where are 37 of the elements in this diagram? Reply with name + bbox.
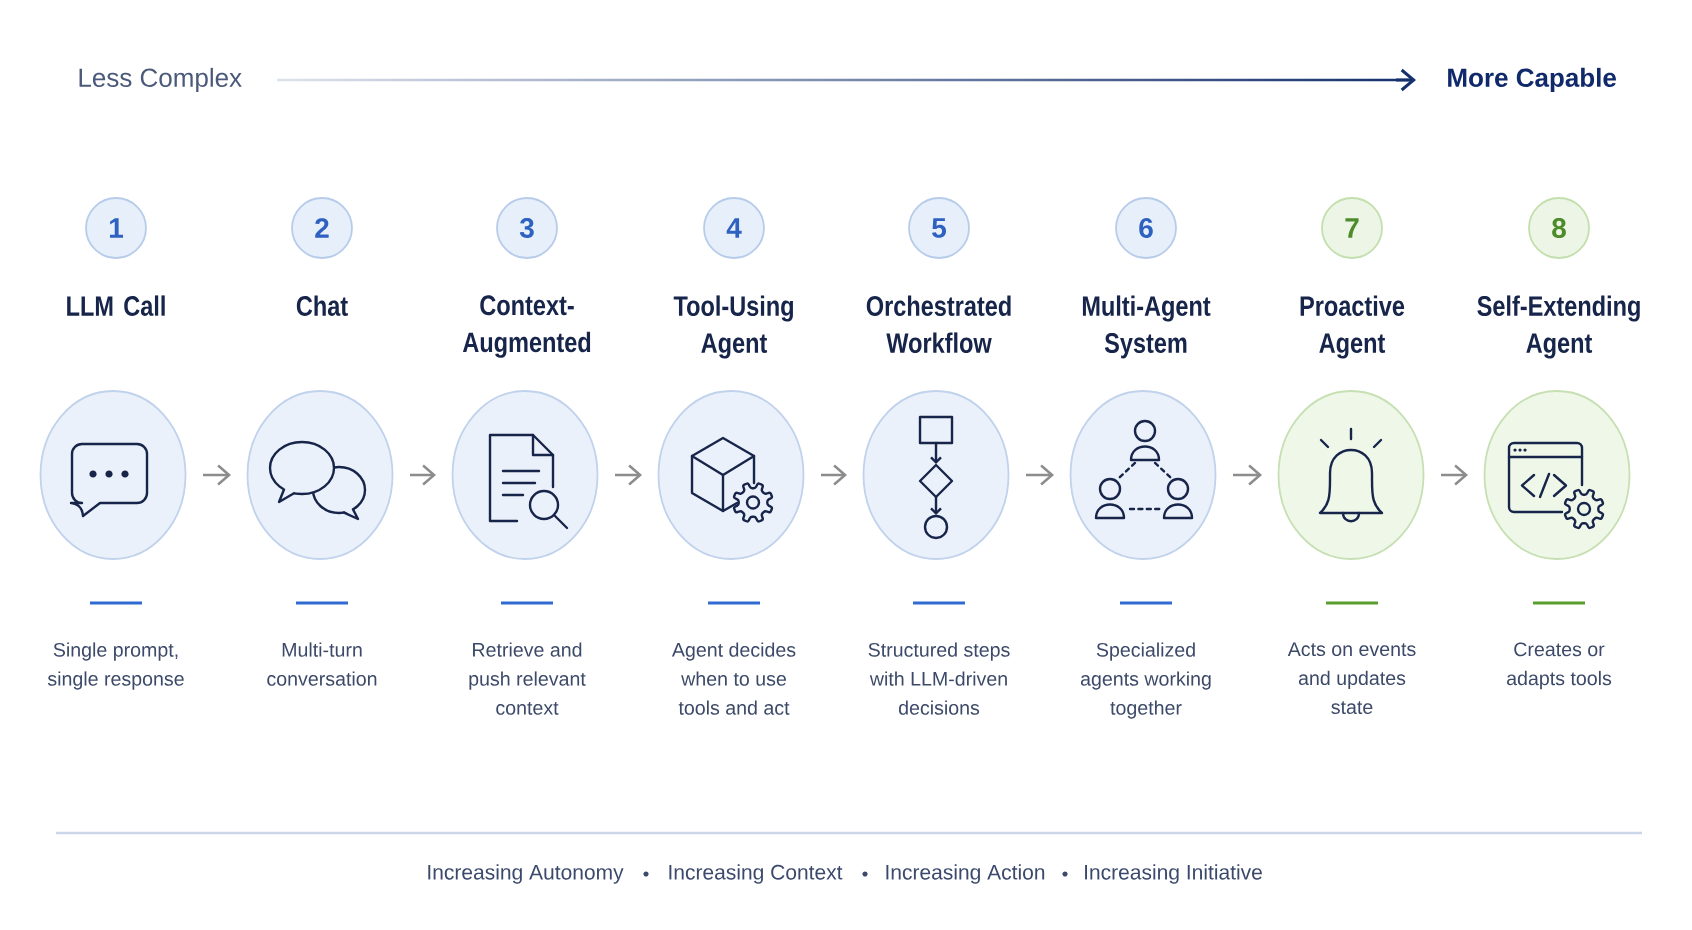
number-badge: 7 — [1321, 197, 1383, 259]
number-badge: 8 — [1528, 197, 1590, 259]
arrow — [615, 464, 642, 486]
footer-text: Increasing Context — [669, 864, 843, 884]
description-text: Creates or adapts tools — [1507, 642, 1612, 690]
title-text: Self-Extending Agent — [1477, 295, 1640, 359]
number-badge: 1 — [85, 197, 147, 259]
title-text: Tool-Using Agent — [673, 295, 793, 359]
arrow — [1233, 464, 1262, 486]
title-text: Chat — [296, 295, 348, 316]
number-badge: 5 — [908, 197, 970, 259]
number-badge: 3 — [496, 197, 558, 259]
description-text: Structured steps with LLM-driven decisions — [868, 642, 1010, 715]
title-text: LLM Call — [67, 295, 165, 316]
arrow — [1441, 464, 1468, 486]
number-badge: 2 — [291, 197, 353, 259]
scale-label: More Capable — [1448, 67, 1616, 93]
arrow — [821, 464, 847, 486]
description-text: Retrieve and push relevant context — [469, 642, 586, 715]
scale-label: Less Complex — [79, 67, 242, 93]
description-text: Acts on events and updates state — [1287, 642, 1416, 715]
description-text: Single prompt, single response — [47, 642, 184, 690]
arrow — [203, 464, 231, 486]
description-text: Specialized agents working together — [1080, 642, 1211, 719]
arrow — [410, 464, 436, 486]
number-badge: 4 — [703, 197, 765, 259]
title-text: Context- Augmented — [462, 295, 591, 358]
description-text: Multi-turn conversation — [267, 642, 377, 686]
footer-text: Increasing Autonomy — [428, 864, 624, 884]
arrow — [1026, 464, 1054, 486]
title-text: Proactive Agent — [1300, 295, 1405, 359]
description-text: Agent decides when to use tools and act — [671, 642, 796, 715]
footer-text: Increasing Action — [886, 864, 1045, 884]
number-badge: 6 — [1115, 197, 1177, 259]
title-text: Multi-Agent System — [1082, 295, 1211, 359]
footer-text: Increasing Initiative — [1085, 864, 1262, 884]
title-text: Orchestrated Workflow — [866, 295, 1011, 353]
